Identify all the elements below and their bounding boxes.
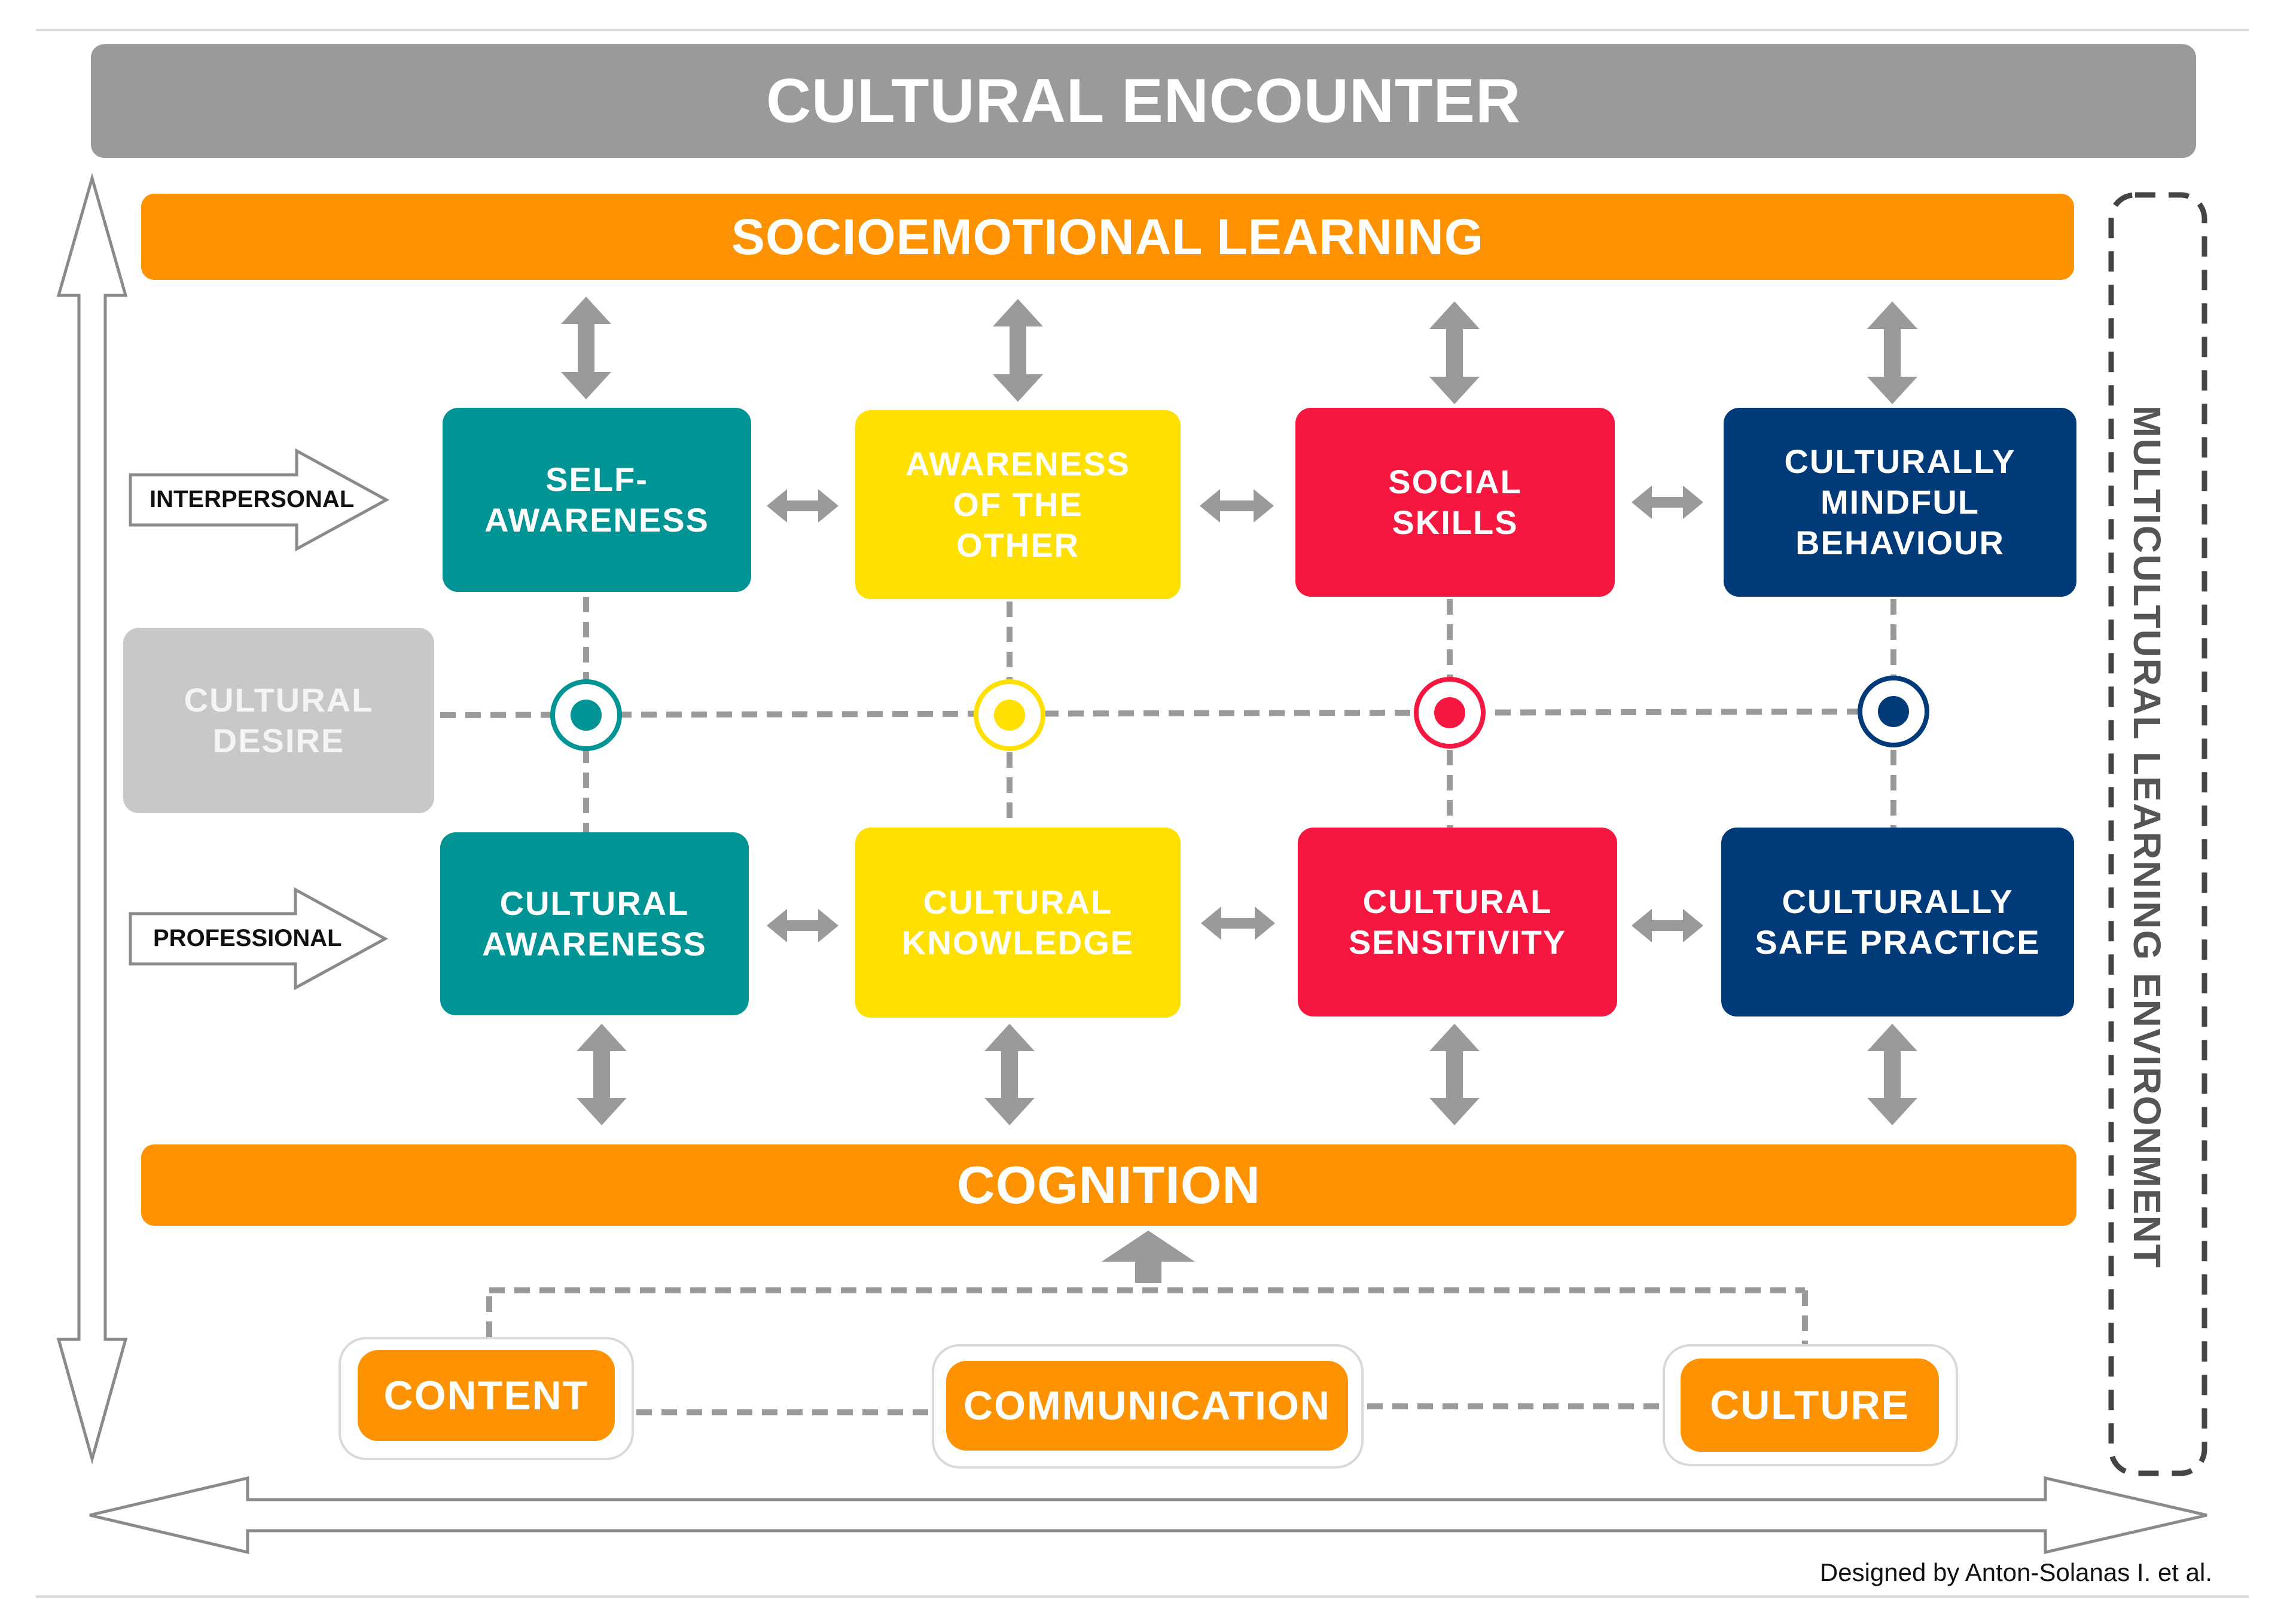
cultural-awareness-label: CULTURAL AWARENESS [482, 884, 707, 963]
top-vertical-arrow-4 [1867, 301, 1917, 404]
desire-marker-dot-red [1434, 697, 1465, 728]
h-arrow-row1-3 [1632, 486, 1703, 519]
designer-credit: Designed by Anton-Solanas I. et al. [1819, 1558, 2212, 1586]
cultural-knowledge-box: CULTURAL KNOWLEDGE [855, 828, 1181, 1018]
cultural-desire-markers [550, 676, 1929, 751]
interpersonal-arrow-shape [129, 448, 390, 552]
bottom-vertical-arrow-3 [1429, 1024, 1480, 1125]
content-pillar: CONTENT [358, 1350, 615, 1441]
cultural-knowledge-label: CULTURAL KNOWLEDGE [901, 883, 1135, 961]
cognition-up-arrow [1102, 1231, 1195, 1283]
social-skills-label: SOCIAL SKILLS [1388, 463, 1522, 541]
culture-label: CULTURE [1710, 1382, 1910, 1428]
socioemotional-learning-label: SOCIOEMOTIONAL LEARNING [731, 208, 1484, 265]
desire-marker-dot-navy [1878, 696, 1909, 727]
desire-marker-dot-yellow [994, 700, 1025, 731]
arrow-connectors [561, 297, 1917, 1283]
content-label: CONTENT [383, 1373, 589, 1418]
culturally-safe-practice-label: CULTURALLY SAFE PRACTICE [1755, 883, 2041, 961]
h-arrow-row2-2 [1201, 906, 1275, 940]
professional-arrow-shape [129, 887, 389, 991]
frame-bottom-line [36, 1595, 2249, 1598]
culturally-safe-practice-box: CULTURALLY SAFE PRACTICE [1721, 828, 2074, 1016]
h-arrow-row2-1 [767, 909, 838, 942]
cultural-desire-label: CULTURAL DESIRE [184, 681, 374, 759]
interpersonal-label: INTERPERSONAL [150, 486, 355, 512]
cultural-encounter-banner: CULTURAL ENCOUNTER [91, 44, 2196, 158]
professional-label: PROFESSIONAL [153, 924, 342, 951]
self-awareness-box: SELF- AWARENESS [443, 408, 751, 592]
communication-pillar: COMMUNICATION [946, 1361, 1348, 1451]
top-vertical-arrow-3 [1429, 301, 1480, 404]
top-vertical-arrow-1 [561, 297, 611, 399]
top-vertical-arrow-2 [993, 299, 1043, 402]
communication-label: COMMUNICATION [963, 1383, 1331, 1428]
awareness-of-the-other-label: AWARENESS OF THE OTHER [905, 445, 1130, 564]
multicultural-environment-frame [2108, 192, 2207, 1476]
bottom-vertical-arrow-1 [577, 1024, 627, 1125]
desire-marker-dot-teal [571, 700, 602, 731]
h-arrow-row2-3 [1632, 909, 1703, 942]
culture-pillar: CULTURE [1681, 1359, 1939, 1452]
bottom-vertical-arrow-2 [984, 1024, 1035, 1125]
social-skills-box: SOCIAL SKILLS [1295, 408, 1615, 597]
culturally-mindful-behaviour-box: CULTURALLY MINDFUL BEHAVIOUR [1724, 408, 2076, 597]
cultural-awareness-box: CULTURAL AWARENESS [440, 832, 749, 1015]
self-awareness-label: SELF- AWARENESS [484, 460, 709, 539]
multicultural-learning-environment-label: MULTICULTURAL LEARNING ENVIRONMENT [2126, 405, 2169, 1269]
cultural-encounter-title: CULTURAL ENCOUNTER [766, 66, 1521, 136]
cognition-bar: COGNITION [141, 1144, 2076, 1226]
cognition-label: COGNITION [957, 1155, 1261, 1214]
h-arrow-row1-1 [767, 489, 838, 523]
awareness-of-the-other-box: AWARENESS OF THE OTHER [855, 410, 1181, 599]
cultural-sensitivity-box: CULTURAL SENSITIVITY [1298, 828, 1617, 1016]
frame-top-line [36, 29, 2249, 31]
cultural-desire-box: CULTURAL DESIRE [123, 628, 434, 813]
horizontal-axis-arrow [89, 1476, 2207, 1555]
vertical-axis-arrow [56, 172, 128, 1465]
h-arrow-row1-2 [1200, 489, 1274, 523]
socioemotional-learning-bar: SOCIOEMOTIONAL LEARNING [141, 194, 2074, 280]
cultural-sensitivity-label: CULTURAL SENSITIVITY [1348, 883, 1567, 961]
axis-arrows [56, 172, 2207, 1555]
bottom-vertical-arrow-4 [1867, 1024, 1917, 1125]
culturally-mindful-behaviour-label: CULTURALLY MINDFUL BEHAVIOUR [1784, 442, 2016, 561]
cultural-desire-dashed-line [440, 709, 1870, 718]
